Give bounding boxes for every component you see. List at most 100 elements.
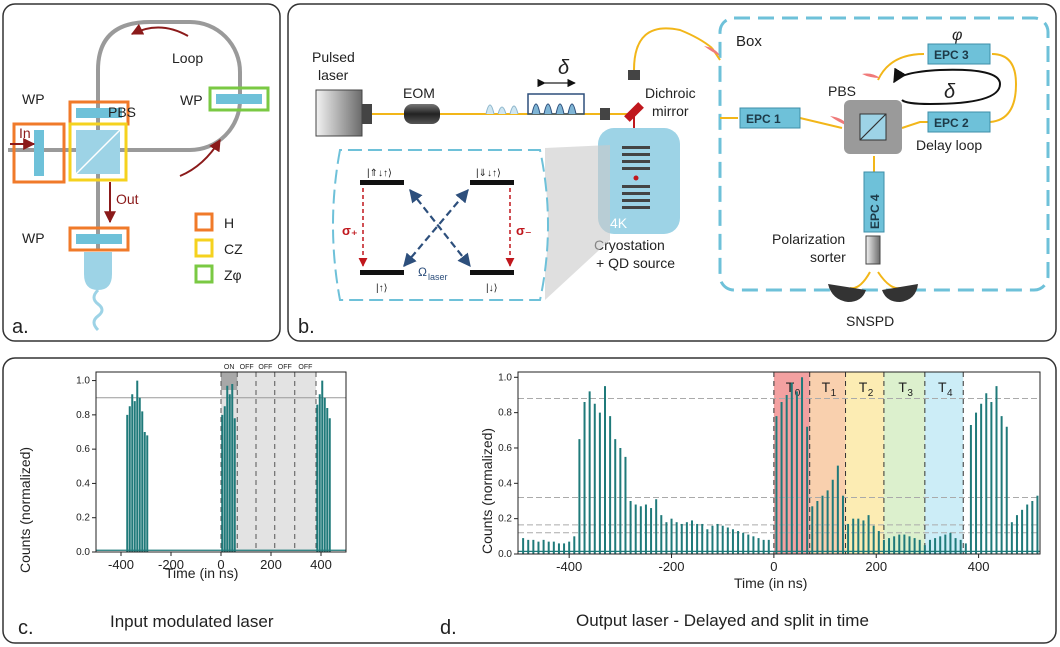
time-bin — [883, 372, 925, 554]
caption-c: Input modulated laser — [110, 612, 274, 631]
panel-cd-frame — [2, 357, 1057, 644]
time-bin-subscript: 1 — [831, 388, 837, 399]
chart-d-ylabel: Counts (normalized) — [479, 428, 495, 554]
time-bin-subscript: 3 — [907, 388, 913, 399]
time-bin-subscript: 2 — [868, 388, 874, 399]
dichroic-mirror-icon — [624, 102, 644, 122]
x-tick-label: 200 — [260, 557, 282, 572]
polarization-sorter-icon — [865, 235, 881, 265]
epc1-label: EPC 1 — [746, 112, 781, 126]
out-label: Out — [116, 191, 139, 207]
chart-d: T0T1T2T3T4-400-20002004000.00.20.40.60.8… — [498, 371, 1041, 574]
y-tick-label: 0.0 — [498, 549, 512, 560]
time-bin-label: T — [898, 379, 907, 395]
pulsed-laser-label-1: Pulsed — [312, 49, 355, 65]
dichroic-label-2: mirror — [652, 103, 689, 119]
x-tick-label: 0 — [217, 557, 224, 572]
x-tick-label: -200 — [659, 559, 685, 574]
x-tick-label: 400 — [310, 557, 332, 572]
loop-arrow-top — [130, 23, 189, 37]
time-bin-label: T — [822, 379, 831, 395]
dichroic-label-1: Dichroic — [645, 85, 696, 101]
y-tick-label: 0.8 — [498, 408, 512, 419]
epc4 — [863, 171, 885, 233]
legend-a: H CZ Zφ — [194, 212, 243, 284]
polsorter-label-1: Polarization — [772, 231, 845, 247]
sigma-minus: σ₋ — [516, 223, 532, 238]
cryostation-label-1: Cryostation — [594, 237, 665, 253]
chart-c-xlabel: Time (in ns) — [165, 565, 238, 581]
detector-icon — [84, 252, 112, 290]
box-outline — [718, 16, 1050, 292]
x-tick-label: 200 — [865, 559, 887, 574]
legend-h: H — [224, 215, 234, 231]
panel-c-label: c. — [18, 617, 34, 639]
y-tick-label: 1.0 — [498, 372, 512, 383]
wp-top-label: WP — [22, 91, 45, 107]
x-tick-label: 400 — [968, 559, 990, 574]
temp-label: 4K — [610, 215, 628, 231]
pulsed-laser-icon — [315, 89, 363, 137]
time-bin-label: T — [859, 379, 868, 395]
time-bin-subscript: 4 — [947, 388, 953, 399]
cryostation-label-2: + QD source — [596, 255, 675, 271]
pulsed-laser-label-2: laser — [318, 67, 349, 83]
time-bin-label: T — [938, 379, 947, 395]
phi-label: φ — [952, 27, 962, 44]
legend-cz: CZ — [224, 241, 243, 257]
y-tick-label: 0.4 — [76, 478, 90, 489]
chart-d-xlabel: Time (in ns) — [734, 575, 807, 591]
box-label: Box — [736, 33, 762, 50]
level-top-right: |⇓↓↑⟩ — [476, 168, 501, 179]
panel-b-label: b. — [298, 316, 315, 338]
delta-loop: δ — [944, 81, 956, 103]
epc2-label: EPC 2 — [934, 116, 969, 130]
window-label: OFF — [298, 364, 312, 371]
x-tick-label: -400 — [556, 559, 582, 574]
time-bin-label: T — [786, 379, 795, 395]
y-tick-label: 0.2 — [76, 513, 90, 524]
delay-loop-label: Delay loop — [916, 137, 982, 153]
y-tick-label: 0.6 — [76, 444, 90, 455]
wp-right-label: WP — [180, 92, 203, 108]
window-label: OFF — [258, 364, 272, 371]
epc4-label: EPC 4 — [868, 194, 882, 229]
window-label: OFF — [278, 364, 292, 371]
x-tick-label: -400 — [108, 557, 134, 572]
in-box — [12, 122, 66, 184]
level-top-left: |⇑↓↑⟩ — [367, 168, 392, 179]
epc1 — [739, 107, 801, 129]
axes-frame — [517, 371, 1041, 555]
y-tick-label: 0.8 — [76, 410, 90, 421]
y-tick-label: 0.6 — [498, 443, 512, 454]
wp-bottom-box — [68, 226, 130, 252]
polsorter-label-2: sorter — [810, 249, 846, 265]
wp-bottom-label: WP — [22, 230, 45, 246]
pbs-box — [68, 122, 128, 182]
level-bottom-right: |↓⟩ — [486, 283, 498, 294]
omega-label: Ω — [418, 265, 427, 279]
in-label: In — [19, 125, 31, 141]
epc3-label: EPC 3 — [934, 48, 969, 62]
y-tick-label: 0.4 — [498, 478, 512, 489]
snspd-left-icon — [828, 284, 866, 302]
epc2 — [927, 111, 991, 133]
y-tick-label: 0.2 — [498, 514, 512, 525]
y-tick-label: 0.0 — [76, 547, 90, 558]
panel-a-label: a. — [12, 316, 29, 338]
panel-a: Loop WP WP PBS In Out WP H — [2, 3, 281, 342]
cryostat-icon — [598, 128, 680, 234]
legend-zphi: Zφ — [224, 267, 242, 283]
omega-sub: laser — [428, 272, 448, 282]
epc3 — [927, 43, 991, 65]
x-tick-label: -200 — [158, 557, 184, 572]
pulse-train — [485, 93, 585, 115]
snspd-right-icon — [882, 284, 918, 302]
pbs-b-label: PBS — [828, 83, 856, 99]
window-label: OFF — [240, 364, 254, 371]
on-window-marker — [221, 372, 238, 390]
level-scheme: |⇑↓↑⟩ |⇓↓↑⟩ |↑⟩ |↓⟩ σ₊ σ₋ Ω laser — [332, 149, 549, 301]
snspd-label: SNSPD — [846, 313, 894, 329]
window-label: ON — [224, 364, 235, 371]
